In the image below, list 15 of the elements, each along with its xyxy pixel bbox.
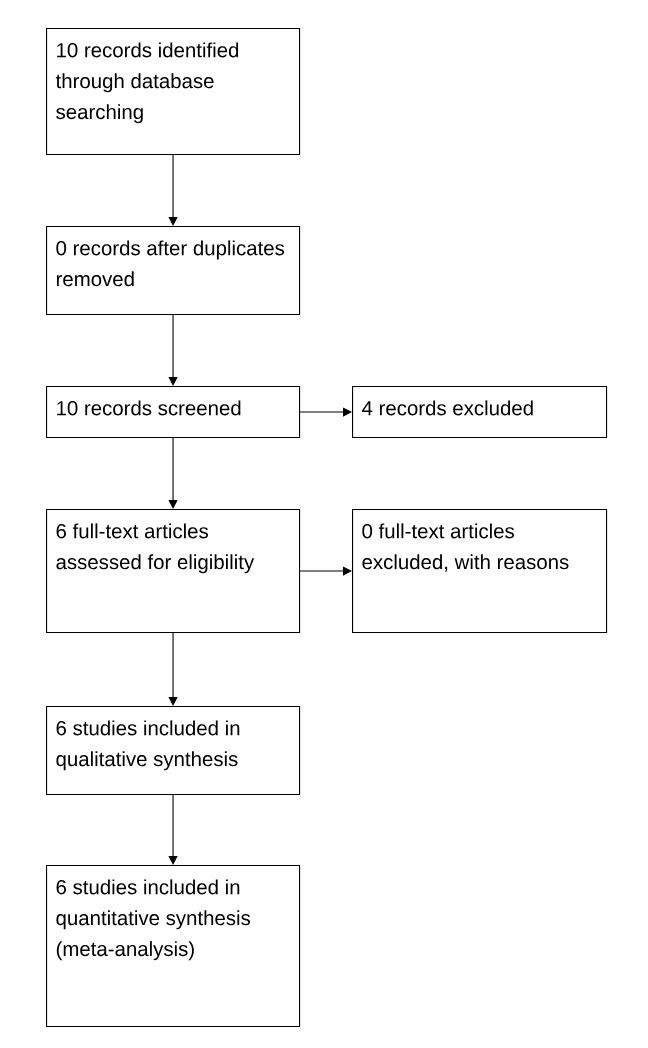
process-box: 6 studies included in qualitative synthesis xyxy=(46,706,301,796)
arrow xyxy=(168,314,178,386)
arrow xyxy=(168,632,178,706)
process-box: 0 records after duplicates removed xyxy=(46,226,301,316)
process-box: 4 records excluded xyxy=(352,386,608,439)
arrow xyxy=(299,407,352,417)
arrow xyxy=(168,794,178,865)
arrow xyxy=(168,154,178,226)
arrow xyxy=(299,566,352,576)
process-box: 6 full-text articles assessed for eligibility xyxy=(46,509,301,634)
process-box: 0 full-text articles excluded, with reasons xyxy=(352,509,608,634)
process-box: 10 records screened xyxy=(46,386,301,439)
process-box: 6 studies included in quantitative synthesis (meta-analysis) xyxy=(46,865,301,1028)
arrow xyxy=(168,437,178,509)
process-box: 10 records identified through database searching xyxy=(46,28,301,156)
